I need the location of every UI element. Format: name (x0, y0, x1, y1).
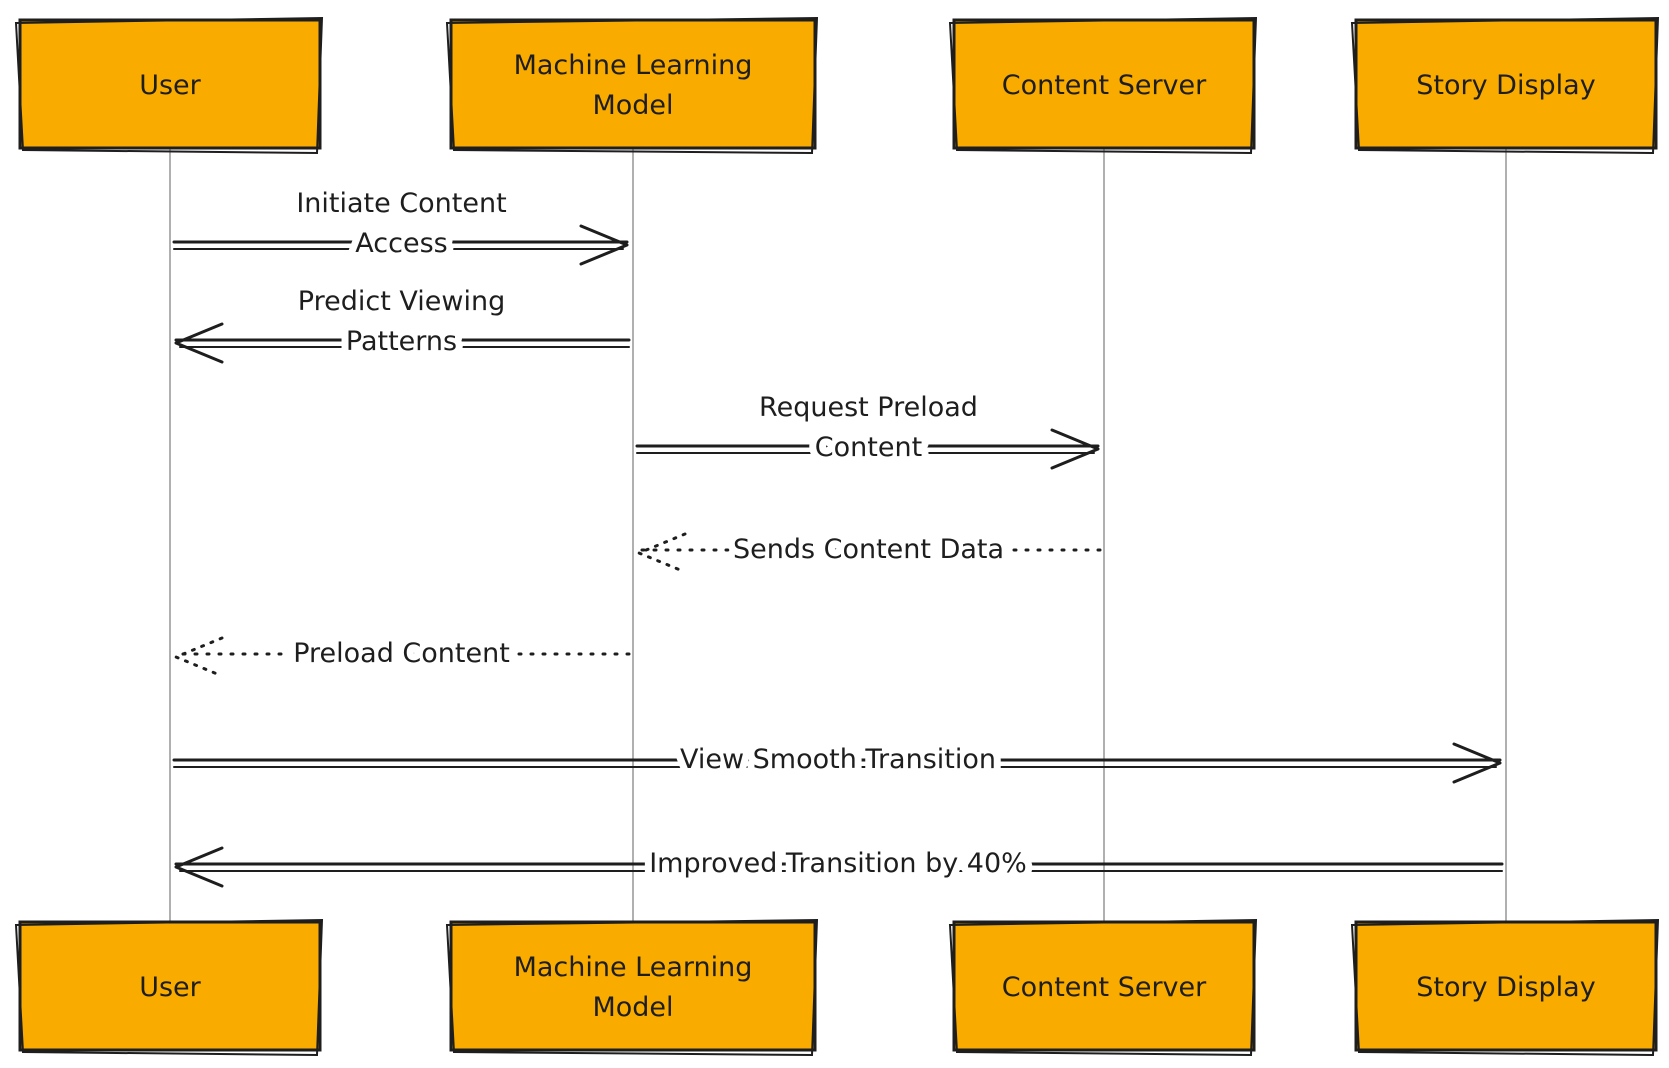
actor-box-sketch (1350, 16, 1660, 155)
message-m4: Sends Content Data (637, 527, 1102, 574)
actor-label: Model (592, 992, 673, 1023)
message-label: Content (815, 432, 922, 463)
actor-box-sketch (948, 918, 1258, 1057)
actor-label: User (139, 70, 201, 101)
message-label: Predict Viewing (298, 286, 505, 317)
message-arrowhead (174, 636, 224, 678)
message-label: Preload Content (293, 638, 510, 669)
actor-box (18, 18, 322, 150)
actor-label: Story Display (1416, 972, 1595, 1003)
message-m7: Improved Transition by 40% (174, 841, 1504, 888)
message-arrowhead (174, 322, 224, 364)
message-arrowhead (174, 846, 224, 888)
actor-box-sketch (14, 918, 324, 1057)
message-m5: Preload Content (174, 631, 631, 678)
actor-label: Story Display (1416, 70, 1595, 101)
actor-box-sketch (445, 918, 819, 1057)
message-label: Sends Content Data (733, 534, 1004, 565)
message-arrowhead (579, 224, 629, 266)
actor-box (449, 18, 817, 150)
actor-box (449, 920, 817, 1052)
message-label: Request Preload (759, 392, 978, 423)
lifelines (169, 148, 1507, 922)
message-arrowhead (1452, 742, 1502, 784)
actor-box-sketch (14, 16, 324, 155)
actor-box-sketch (948, 16, 1258, 155)
actor-bottom-server: Content Server (948, 918, 1258, 1057)
actor-label: Content Server (1002, 70, 1207, 101)
message-label: Improved Transition by 40% (649, 848, 1027, 879)
message-m6: View Smooth Transition (172, 737, 1502, 784)
actor-label: Machine Learning (514, 50, 753, 81)
actor-label: Content Server (1002, 972, 1207, 1003)
message-label: Patterns (346, 326, 457, 357)
message-arrowhead (1050, 428, 1100, 470)
actor-box-sketch (445, 16, 819, 155)
actor-box (1354, 18, 1658, 150)
actor-top-user: User (14, 16, 324, 155)
message-label: Initiate Content (296, 188, 506, 219)
message-label: View Smooth Transition (680, 744, 996, 775)
actor-top-display: Story Display (1350, 16, 1660, 155)
actor-label: User (139, 972, 201, 1003)
actor-box-sketch (1350, 918, 1660, 1057)
actor-bottom-user: User (14, 918, 324, 1057)
actor-bottom-display: Story Display (1350, 918, 1660, 1057)
message-arrowhead (637, 532, 687, 574)
actor-top-server: Content Server (948, 16, 1258, 155)
message-label: Access (355, 228, 447, 259)
actor-label: Model (592, 90, 673, 121)
actor-label: Machine Learning (514, 952, 753, 983)
